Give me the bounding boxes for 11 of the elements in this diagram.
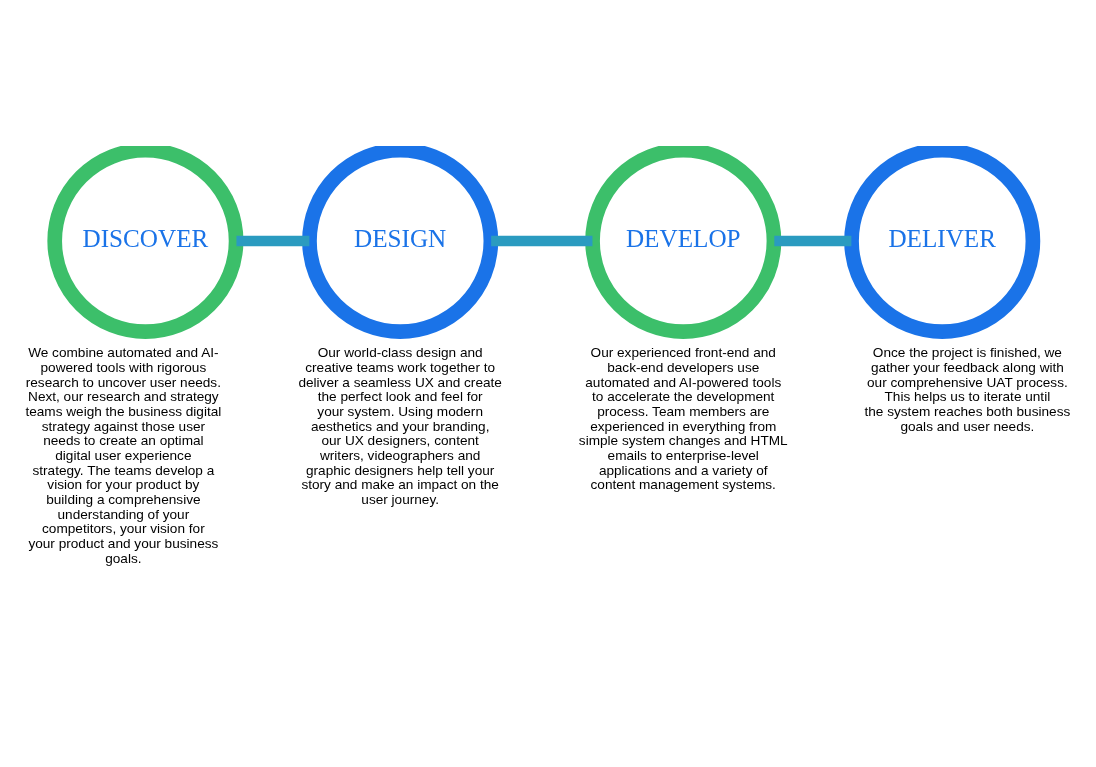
node-circle: DELIVER	[844, 145, 1041, 339]
node-circle: DISCOVER	[47, 145, 244, 339]
connector	[236, 235, 310, 246]
connector	[491, 235, 593, 246]
node-label: We combine automated and AI-powered tools with rigorous research to uncover user needs. Next, our research and strategy teams weigh the business digital strategy against those user needs to create an optimal digital user experience strategy. The teams develop a vision for your product by building a comprehensive understanding of your competitors, your vision for your product and your business goals.	[25, 344, 222, 566]
node-label: Our world-class design and creative teams work together to deliver a seamless UX and create the perfect look and feel for your system. Using modern aesthetics and your branding, our UX designers, content writers, videographers and graphic designers help tell your story and make an impact on the user journey.	[298, 344, 502, 507]
connector	[774, 235, 852, 246]
node-label: Once the project is finished, we gather your feedback along with our comprehensive UAT process. This helps us to iterate until the system reaches both business goals and user needs.	[864, 344, 1071, 434]
node-circle: DESIGN	[302, 145, 499, 339]
node-circle: DEVELOP	[585, 145, 782, 339]
node-label: Our experienced front-end and back-end developers use automated and AI-powered tools to accelerate the development process. Team members are experienced in everything from simple system changes and HTML emails to enterprise-level applications and a variety of content management systems.	[578, 344, 788, 492]
